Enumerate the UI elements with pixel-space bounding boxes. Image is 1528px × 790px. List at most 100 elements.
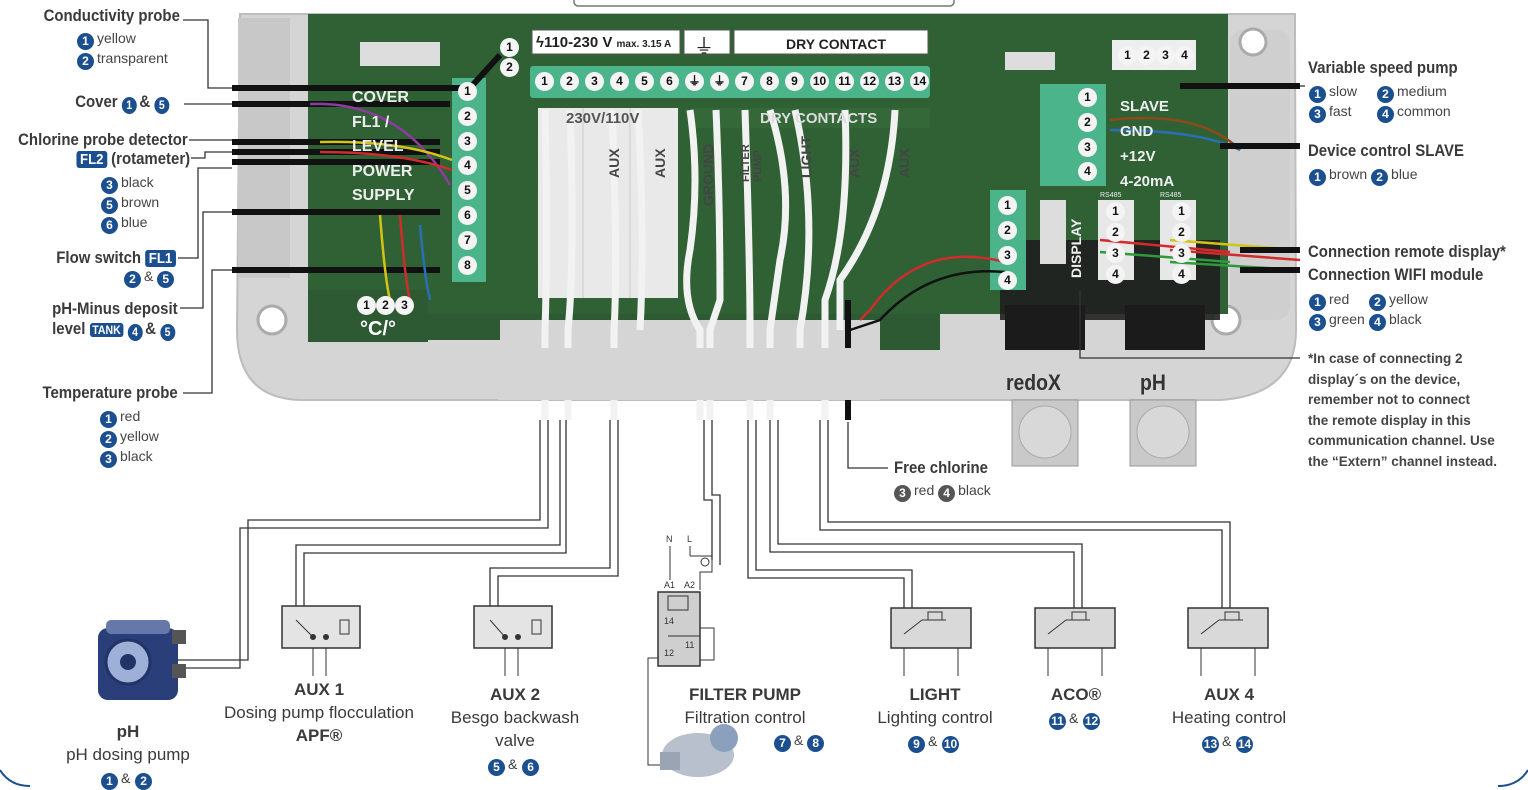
terminal-number: 4 [1106,265,1125,284]
free-chlorine-title: Free chlorine [894,458,988,477]
terminal-number: 11 [835,72,854,91]
redox-probe-label: redoX [1006,370,1061,395]
terminal-number: 1 [458,82,477,101]
chlorine-fl2-label: FL2 (rotameter) [76,149,190,169]
terminal-number: 1 [1078,88,1097,107]
note-line-1: *In case of connecting 2 [1308,351,1463,366]
variable-speed-pump-title: Variable speed pump [1308,58,1458,77]
aux4-title: AUX 4 [1203,685,1255,704]
relay-a2: A2 [684,580,696,590]
relay-label-light: LIGHT [798,136,814,178]
filter-line2: Filtration control [684,708,806,727]
jumper-header [1005,52,1055,70]
light-pins: 9& 10 [860,729,1010,753]
terminal-number: 1 [1172,202,1191,221]
terminal-number: 12 [860,72,879,91]
temperature-probe-title: Temperature probe [42,383,178,402]
terminal-number: 2 [1172,223,1191,242]
pcb-label-cover: COVER [352,89,409,106]
light-relay-box [890,607,972,676]
pcb-label-supply: SUPPLY [352,187,415,204]
terminal-number: 4 [1078,162,1097,182]
aux4-pins: 13& 14 [1201,733,1254,753]
aux1-line3: APF® [295,726,343,745]
pcb-label-level: LEVEL [352,138,404,155]
ph-dosing-pump-image [98,620,186,700]
terminal-number: 5 [458,181,477,201]
wifi-module-title: Connection WIFI module [1308,265,1484,284]
terminal-number: 13 [885,72,904,91]
terminal-number: 3 [585,72,604,91]
cover-label: Cover 1& 5 [75,92,172,114]
terminal-number: 1 [535,72,554,91]
voltage-label: ϟ110-230 V max. 3.15 A [536,34,671,51]
pcb-label-12v: +12V [1120,148,1156,165]
terminal-number: 10 [810,72,829,91]
ph-caption-pins: 1& 2 [38,766,218,790]
lightning-icon: ϟ [536,34,544,51]
relay-header: 230V/110V [566,110,640,127]
pcb-label-420ma: 4-20mA [1120,173,1175,190]
note-line-4: the remote display in this [1308,412,1471,428]
ph-minus-title: pH-Minus deposit [52,299,178,318]
terminal-number: 2 [1106,223,1125,242]
terminal-number: 2 [560,72,579,91]
aco-title: ACO® [1050,685,1102,704]
relay-11: 11 [685,640,695,650]
terminal-number: 4 [458,156,477,176]
rs485-a-label: RS485 [1100,192,1122,199]
flow-switch-pins: 2& 5 [124,268,177,288]
aux2-relay-box [473,605,553,676]
terminal-number: ⏚ [710,72,729,91]
conductivity-probe-title: Conductivity probe [43,6,180,25]
terminal-number: 7 [458,230,477,250]
relay-label-filter: FILTER PUMP [740,144,764,182]
voltage-text: 110-230 V [543,34,613,51]
rs485-b-label: RS485 [1160,192,1182,199]
pcb-label-slave: SLAVE [1120,98,1169,115]
aco-relay-box [1034,607,1116,676]
terminal-number: 3 [395,296,414,315]
aux2-line2: Besgo backwash [450,708,580,727]
display-connector [1040,200,1066,264]
relay-14: 14 [664,616,675,626]
terminal-number: 3 [998,246,1017,265]
note-line-5: communication channel. Use [1308,433,1495,448]
relay-label-aux-b: AUX [652,148,668,178]
terminal-number: 6 [660,72,679,91]
light-line2: Lighting control [877,708,993,727]
terminal-number: 14 [910,72,929,91]
ph-dosing-caption: pH pH dosing pump 1& 2 [38,720,218,790]
relay-a1: A1 [664,580,676,590]
relay-l: L [687,534,693,544]
terminal-number: 2 [376,296,395,315]
terminal-number: 2 [500,58,519,77]
max-current: max. 3.15 A [616,39,672,50]
terminal-number: 2 [998,221,1017,240]
terminal-number: 5 [635,72,654,91]
terminal-number: 3 [1156,46,1175,65]
note-line-3: remember not to connect [1308,392,1471,407]
ground-icon: ⏚ [694,36,714,58]
terminal-number: ⏚ [685,72,704,91]
relay-label-aux-d: AUX [896,148,912,178]
terminal-number: 9 [785,72,804,91]
terminal-number: 1 [1118,46,1137,65]
terminal-number: 8 [760,72,779,91]
terminal-number: 4 [610,72,629,91]
enclosure-bottom [498,348,1197,467]
filter-pump-caption: FILTER PUMP Filtration control [670,683,820,729]
device-wires [175,420,1231,669]
